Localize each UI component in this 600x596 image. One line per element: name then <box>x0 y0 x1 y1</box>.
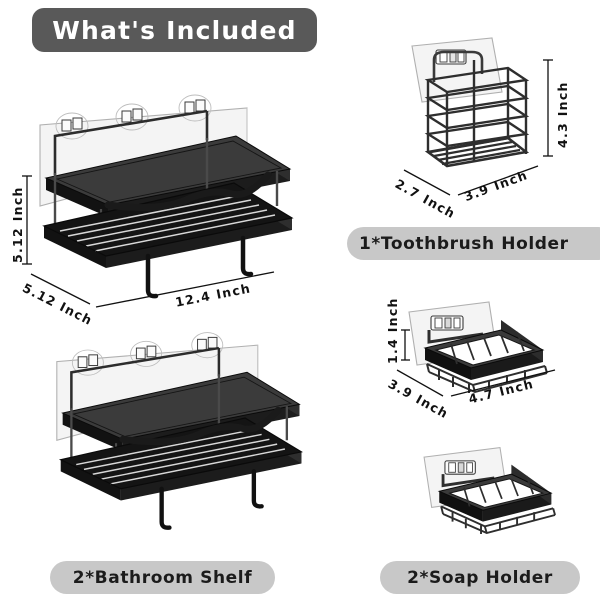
bathroom-shelf-illustration <box>22 94 294 308</box>
dimension-shelf-height: 5.12 Inch <box>10 186 25 263</box>
dimension-lines <box>396 329 556 397</box>
mounting-clip <box>435 49 467 65</box>
holder-bracket <box>427 330 484 344</box>
bathroom-shelf-illustration-2 <box>56 332 303 530</box>
product-toothbrush-holder: 4.3 Inch 2.7 Inch 3.9 Inch <box>390 30 600 225</box>
soap-bottom-wire-frame <box>440 505 556 535</box>
shelf-hooks <box>159 469 264 530</box>
soap-inner-grid <box>450 331 525 365</box>
caption-soap-holder: 2*Soap Holder <box>380 561 580 594</box>
shelf-upper-rail <box>70 346 221 411</box>
soap-bottom-wire-frame <box>426 363 548 394</box>
mounting-clips <box>71 332 224 376</box>
dimension-lines <box>403 59 553 196</box>
mounting-clip <box>430 315 464 331</box>
caption-toothbrush-holder-text: 1*Toothbrush Holder <box>359 233 569 254</box>
shelf-slats <box>76 428 286 485</box>
shelf-front-lip <box>119 406 282 446</box>
shelf-lower-tray <box>42 182 294 268</box>
product-soap-holder-plain <box>405 440 595 552</box>
caption-bathroom-shelf: 2*Bathroom Shelf <box>50 561 275 594</box>
shelf-slats <box>59 194 276 252</box>
caption-toothbrush-holder: 1*Toothbrush Holder <box>347 227 600 260</box>
soap-holder-illustration-2 <box>423 447 556 535</box>
product-soap-holder-dimensioned: 1.4 Inch 3.9 Inch 4.7 Inch <box>385 292 600 421</box>
caption-soap-holder-text: 2*Soap Holder <box>407 567 553 588</box>
product-bathroom-shelf-plain <box>18 310 348 555</box>
shelf-upper-rail <box>53 109 209 175</box>
mounting-clips <box>55 94 212 140</box>
caption-bathroom-shelf-text: 2*Bathroom Shelf <box>72 567 253 588</box>
dimension-soap-height: 1.4 Inch <box>385 297 400 364</box>
toothbrush-base-slats <box>424 136 530 168</box>
page-title-banner: What's Included <box>32 8 317 52</box>
page-title: What's Included <box>52 15 297 45</box>
soap-inner-grid <box>463 475 535 507</box>
soap-holder-illustration <box>396 301 556 397</box>
mounting-clip <box>444 460 476 475</box>
toothbrush-holder-illustration <box>403 37 553 196</box>
dimension-toothbrush-height: 4.3 Inch <box>555 81 570 148</box>
shelf-front-lip <box>104 171 272 212</box>
dimension-lines <box>22 175 275 308</box>
product-bathroom-shelf-dimensioned: 5.12 Inch 5.12 Inch 12.4 Inch <box>0 78 340 328</box>
holder-bracket <box>441 474 495 488</box>
soap-tray-rim <box>437 464 553 522</box>
